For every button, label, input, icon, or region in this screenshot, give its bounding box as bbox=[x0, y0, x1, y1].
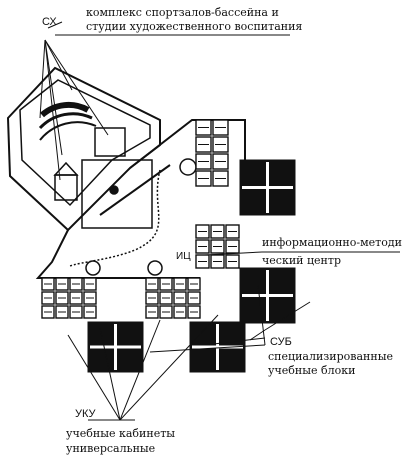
uku-desc-line1: учебные кабинеты bbox=[66, 427, 175, 440]
classroom-grid-4 bbox=[145, 277, 201, 319]
sub-desc-line1: специализированные bbox=[268, 350, 393, 363]
ic-abbr-label: ИЦ bbox=[176, 251, 191, 262]
leader-lines bbox=[39, 21, 400, 421]
sx-desc-line1: комплекс спортзалов-бассейна и bbox=[86, 6, 279, 19]
uku-desc-line2: универсальные bbox=[66, 442, 155, 455]
sub-abbr-label: СУБ bbox=[270, 336, 292, 348]
ic-desc-line1: информационно-методи bbox=[262, 236, 402, 249]
sx-abbr-label: СХ bbox=[42, 16, 57, 28]
sub-desc-line2: учебные блоки bbox=[268, 364, 355, 377]
specialized-block-2 bbox=[239, 267, 296, 324]
sx-desc-line2: студии художественного воспитания bbox=[86, 20, 302, 33]
specialized-dark-blocks bbox=[87, 159, 296, 373]
sports-complex-block bbox=[19, 79, 151, 207]
specialized-block-3 bbox=[87, 321, 144, 373]
labels: СХ комплекс спортзалов-бассейна и студии… bbox=[42, 6, 402, 455]
ic-desc-line2: ческий центр bbox=[262, 254, 341, 267]
classroom-grid-3 bbox=[41, 277, 97, 319]
classroom-grid-2 bbox=[195, 224, 240, 269]
uku-abbr-label: УКУ bbox=[75, 408, 97, 420]
specialized-block-1 bbox=[239, 159, 296, 216]
classroom-grid-blocks bbox=[41, 119, 240, 319]
classroom-grid-1 bbox=[195, 119, 229, 187]
building-outline bbox=[6, 66, 246, 279]
courtyard bbox=[81, 159, 153, 229]
